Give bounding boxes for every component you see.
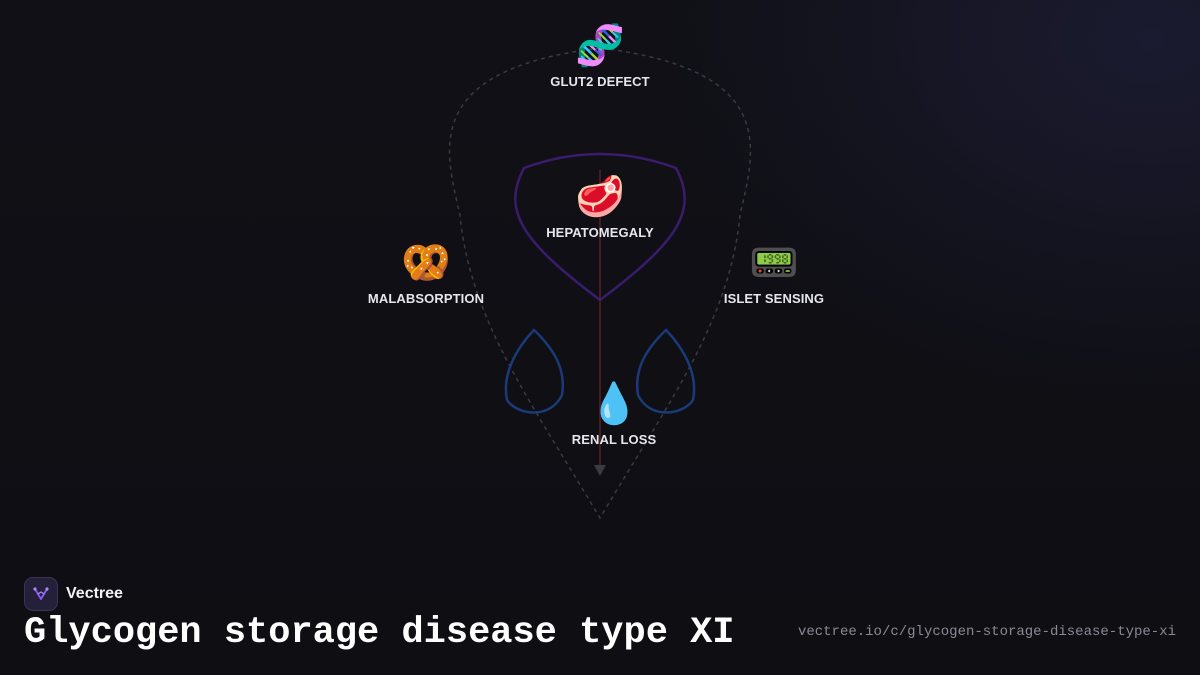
droplet-icon: 💧 xyxy=(589,381,639,426)
node-hepatomegaly: 🥩 HEPATOMEGALY xyxy=(546,173,654,240)
node-label: GLUT2 DEFECT xyxy=(550,74,650,89)
node-glut2-defect: 🧬 GLUT2 DEFECT xyxy=(550,22,649,89)
axis-arrowhead xyxy=(594,465,606,476)
meat-icon: 🥩 xyxy=(575,174,625,219)
node-label: ISLET SENSING xyxy=(723,291,825,306)
brand-name: Vectree xyxy=(66,585,123,602)
node-label: RENAL LOSS xyxy=(571,432,657,447)
node-label: HEPATOMEGALY xyxy=(546,225,654,240)
dna-icon: 🧬 xyxy=(575,23,625,68)
right-kidney-shape xyxy=(635,328,696,414)
node-malabsorption: 🥨 MALABSORPTION xyxy=(368,239,484,306)
pager-icon: 📟 xyxy=(749,240,799,285)
page-url: vectree.io/c/glycogen-storage-disease-ty… xyxy=(797,624,1176,640)
node-label: MALABSORPTION xyxy=(367,291,485,306)
vectree-logo-icon xyxy=(24,577,58,611)
node-renal-loss: 💧 RENAL LOSS xyxy=(572,380,657,447)
body-outline xyxy=(448,47,752,520)
left-kidney-shape xyxy=(504,328,565,414)
liver-shape xyxy=(514,152,686,302)
page-title: Glycogen storage disease type XI xyxy=(24,612,735,654)
node-islet-sensing: 📟 ISLET SENSING xyxy=(724,239,824,306)
brand: Vectree xyxy=(24,577,123,611)
pretzel-icon: 🥨 xyxy=(401,240,451,285)
